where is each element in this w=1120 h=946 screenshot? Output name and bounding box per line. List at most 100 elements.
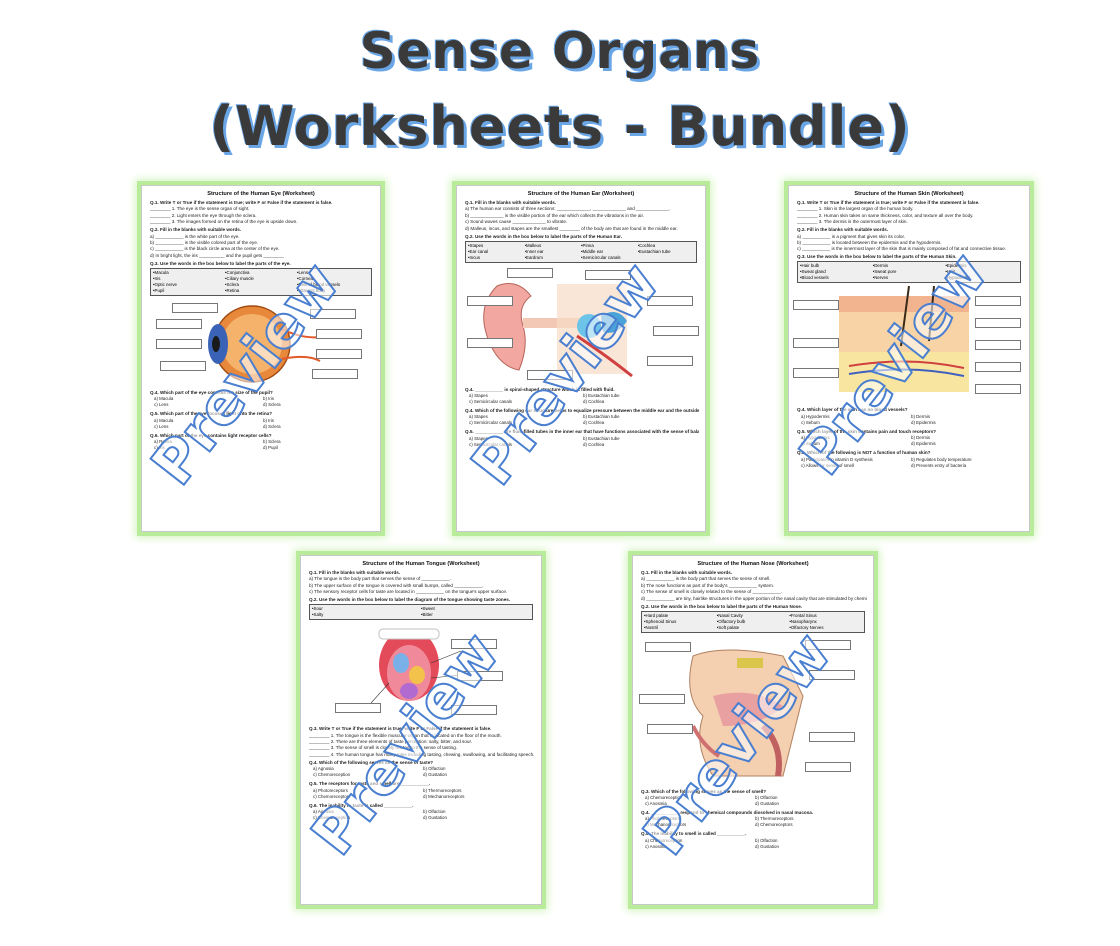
label-blank[interactable] — [451, 639, 497, 650]
label-blank[interactable] — [527, 369, 573, 380]
option[interactable]: d) Epidermis — [911, 441, 936, 447]
label-blank[interactable] — [975, 384, 1021, 395]
label-blank[interactable] — [793, 368, 839, 379]
option[interactable]: a) Macula — [154, 417, 174, 423]
ear-worksheet[interactable]: Structure of the Human Ear (Worksheet) Q… — [456, 185, 706, 532]
option[interactable]: c) Semicircular canals — [469, 441, 512, 447]
label-blank[interactable] — [647, 295, 693, 306]
eye-worksheet[interactable]: Structure of the Human Eye (Worksheet) Q… — [141, 185, 381, 532]
option[interactable]: b) Olfaction — [423, 766, 446, 772]
option[interactable]: b) Thermoreceptors — [423, 787, 462, 793]
label-blank[interactable] — [160, 360, 206, 371]
tongue-worksheet[interactable]: Structure of the Human Tongue (Worksheet… — [300, 555, 542, 905]
option[interactable]: b) Thermoreceptors — [755, 816, 794, 822]
label-blank[interactable] — [457, 671, 503, 682]
label-blank[interactable] — [156, 338, 202, 349]
option[interactable]: a) Chemoreception — [645, 794, 683, 800]
option[interactable]: a) Chemoreception — [645, 837, 683, 843]
option[interactable]: d) Mechanoreceptors — [423, 793, 465, 799]
label-blank[interactable] — [507, 267, 553, 278]
label-blank[interactable] — [975, 318, 1021, 329]
option[interactable]: d) Sclera — [263, 402, 281, 408]
label-blank[interactable] — [805, 761, 851, 772]
label-blank[interactable] — [335, 703, 381, 714]
option[interactable]: c) Semicircular canals — [469, 398, 512, 404]
option[interactable]: b) Olfaction — [755, 794, 778, 800]
option[interactable]: d) Cochlea — [583, 420, 605, 426]
option[interactable]: d) Prevents entry of bacteria — [911, 462, 967, 468]
label-blank[interactable] — [645, 641, 691, 652]
label-blank[interactable] — [316, 348, 362, 359]
label-blank[interactable] — [310, 308, 356, 319]
label-blank[interactable] — [639, 693, 685, 704]
label-blank[interactable] — [975, 362, 1021, 373]
option[interactable]: c) Mechanoreceptors — [645, 822, 687, 828]
option[interactable]: b) Regulates body temperature — [911, 456, 972, 462]
label-blank[interactable] — [451, 705, 497, 716]
option[interactable]: d) Gustation — [755, 843, 779, 849]
option[interactable]: a) Stapes — [469, 414, 488, 420]
option[interactable]: d) Cochlea — [583, 441, 605, 447]
option[interactable]: b) Dermis — [911, 413, 931, 419]
label-blank[interactable] — [467, 337, 513, 348]
label-blank[interactable] — [312, 368, 358, 379]
option[interactable]: a) Stapes — [469, 435, 488, 441]
label-blank[interactable] — [809, 669, 855, 680]
option[interactable]: b) Iris — [263, 417, 274, 423]
label-blank[interactable] — [156, 318, 202, 329]
option[interactable]: c) Chemoreception — [313, 772, 351, 778]
label-blank[interactable] — [805, 639, 851, 650]
skin-worksheet[interactable]: Structure of the Human Skin (Worksheet) … — [788, 185, 1030, 532]
option[interactable]: c) Semicircular canals — [469, 420, 512, 426]
option[interactable]: a) Participates in vitamin D synthesis — [801, 456, 873, 462]
label-blank[interactable] — [172, 302, 218, 313]
option[interactable]: b) Dermis — [911, 435, 931, 441]
label-blank[interactable] — [316, 328, 362, 339]
option[interactable]: c) Sebum — [801, 419, 820, 425]
option[interactable]: a) Ageusia — [313, 808, 334, 814]
option[interactable]: a) Photoreceptors — [313, 787, 348, 793]
option[interactable]: d) Pupil — [263, 444, 278, 450]
option[interactable]: b) Olfaction — [423, 808, 446, 814]
option[interactable]: a) Photoreceptors — [645, 816, 680, 822]
option[interactable]: c) Lens — [154, 423, 169, 429]
option[interactable]: b) Iris — [263, 396, 274, 402]
option[interactable]: d) Cochlea — [583, 398, 605, 404]
option[interactable]: a) Stapes — [469, 392, 488, 398]
option[interactable]: c) Anosmia — [645, 800, 667, 806]
option[interactable]: a) Macula — [154, 396, 174, 402]
option[interactable]: c) Lens — [154, 402, 169, 408]
option[interactable]: a) Retina — [154, 438, 172, 444]
label-blank[interactable] — [975, 340, 1021, 351]
option[interactable]: d) Chemoreceptors — [755, 822, 793, 828]
label-blank[interactable] — [793, 338, 839, 349]
label-blank[interactable] — [975, 296, 1021, 307]
label-blank[interactable] — [647, 355, 693, 366]
option[interactable]: d) Gustation — [423, 772, 447, 778]
label-blank[interactable] — [467, 295, 513, 306]
label-blank[interactable] — [793, 300, 839, 311]
option[interactable]: a) Agnosia — [313, 766, 334, 772]
option[interactable]: d) Gustation — [755, 800, 779, 806]
option[interactable]: c) Iris — [154, 444, 165, 450]
option[interactable]: b) Olfaction — [755, 837, 778, 843]
option[interactable]: b) Eustachian tube — [583, 414, 620, 420]
nose-worksheet[interactable]: Structure of the Human Nose (Worksheet) … — [632, 555, 874, 905]
option[interactable]: a) Hypodermis — [801, 435, 830, 441]
option[interactable]: d) Gustation — [423, 814, 447, 820]
option[interactable]: c) Anosmia — [645, 843, 667, 849]
option[interactable]: c) Chemoreception — [313, 814, 351, 820]
label-blank[interactable] — [647, 723, 693, 734]
option[interactable]: c) Sebum — [801, 441, 820, 447]
option[interactable]: d) Sclera — [263, 423, 281, 429]
option[interactable]: b) Eustachian tube — [583, 392, 620, 398]
option[interactable]: b) Sclera — [263, 438, 281, 444]
option[interactable]: b) Eustachian tube — [583, 435, 620, 441]
option[interactable]: c) Chemoreceptors — [313, 793, 351, 799]
label-blank[interactable] — [809, 731, 855, 742]
option[interactable]: c) Allows for sense of smell — [801, 462, 854, 468]
option[interactable]: d) Epidermis — [911, 419, 936, 425]
option[interactable]: a) Hypodermis — [801, 413, 830, 419]
label-blank[interactable] — [653, 325, 699, 336]
label-blank[interactable] — [585, 269, 631, 280]
